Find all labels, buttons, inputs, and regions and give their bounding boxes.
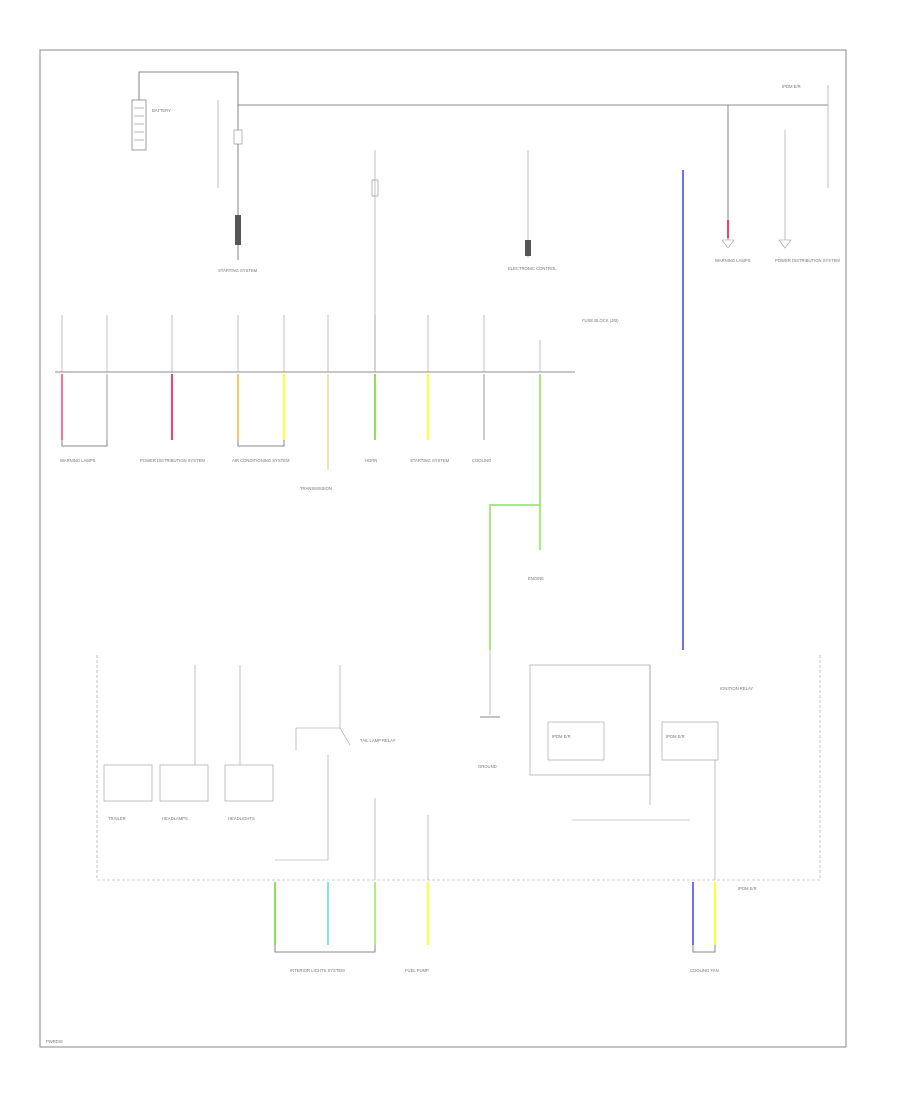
fuse-block-label: FUSE BLOCK (J/B) — [582, 318, 619, 323]
interior-lights-label: INTERIOR LIGHTS SYSTEM — [290, 968, 345, 973]
headlamps-component — [159, 764, 209, 802]
ground-label: GROUND — [478, 764, 497, 769]
headlamps-label: HEADLAMPS — [162, 816, 188, 821]
power-distribution-label: POWER DISTRIBUTION SYSTEM — [775, 258, 840, 263]
side-note-label: IPDM E/R — [738, 886, 757, 891]
connector-icon — [235, 215, 241, 245]
power-distribution-label-2: POWER DISTRIBUTION SYSTEM — [140, 458, 205, 463]
engine-label: ENGINE — [528, 576, 544, 581]
bottom-pair-2 — [692, 945, 716, 953]
headlights-component — [224, 764, 274, 802]
connector-icon — [525, 240, 531, 256]
starting-label: STARTING SYSTEM — [218, 268, 258, 273]
green-long-wire — [489, 374, 541, 650]
relay-box-right — [661, 721, 719, 761]
fuse-drops — [61, 315, 541, 372]
relay-right-label: IPDM E/R — [666, 734, 685, 739]
electronic-label: ELECTRONIC CONTROL — [508, 266, 557, 271]
tail-lamp-relay-label: TAIL LAMP RELAY — [360, 738, 396, 743]
cooling-fan-label: COOLING FAN — [690, 968, 719, 973]
footer-label: PWRDIS — [46, 1039, 63, 1044]
cooling-label: COOLING — [472, 458, 491, 463]
battery-label: BATTERY — [152, 108, 171, 113]
ground-icon — [721, 239, 735, 249]
diagram-frame — [39, 49, 847, 1048]
warning-lamps-label: WARNING LAMPS — [715, 258, 751, 263]
fuel-pump-label: FUEL PUMP — [405, 968, 429, 973]
ground-icon — [778, 239, 792, 249]
lower-frame — [96, 655, 821, 881]
trailer-component — [103, 764, 153, 802]
pair-2 — [237, 440, 285, 447]
fuse-icon — [233, 105, 243, 145]
ignition-relay-label: IGNITION RELAY — [720, 686, 753, 691]
top-right-box-label: IPDM E/R — [782, 84, 801, 89]
trailer-label: TRAILER — [108, 816, 126, 821]
fuse-icon — [371, 179, 379, 197]
battery-wire — [138, 71, 239, 105]
relay-left-label: IPDM E/R — [552, 734, 571, 739]
relay-switch-icon — [295, 665, 351, 860]
starting-sys-label: STARTING SYSTEM — [410, 458, 450, 463]
relay-box-left — [547, 721, 605, 761]
air-conditioning-label: AIR CONDITIONING SYSTEM — [232, 458, 290, 463]
battery-icon — [131, 99, 147, 151]
headlights-label: HEADLIGHTS — [228, 816, 255, 821]
bottom-pair — [274, 945, 376, 953]
transmission-label: TRANSMISSION — [300, 486, 332, 491]
horn-label: HORN — [365, 458, 377, 463]
pair-1 — [61, 440, 108, 447]
warning-lamps-label-2: WARNING LAMPS — [60, 458, 96, 463]
